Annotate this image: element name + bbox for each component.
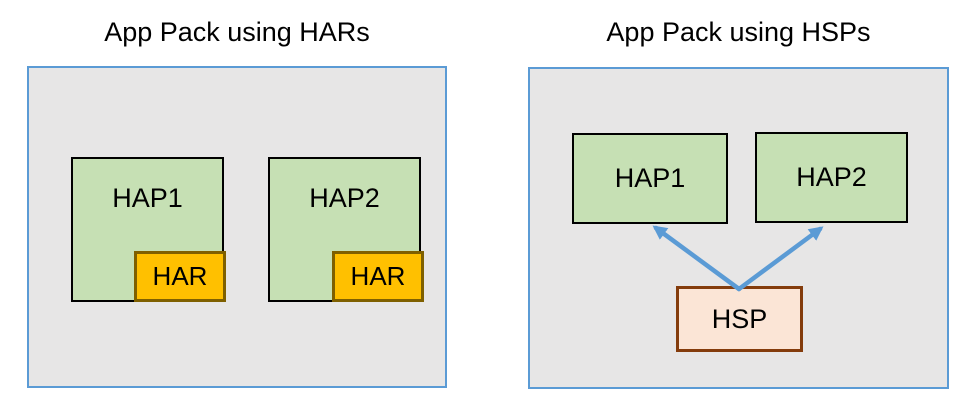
hsps-hsp-box: HSP xyxy=(676,286,803,352)
hars-hap2-label: HAP2 xyxy=(309,183,380,213)
hars-hap2-har-box: HAR xyxy=(332,251,424,302)
hsps-hap1-box: HAP1 xyxy=(572,133,728,224)
hsps-hap2-box: HAP2 xyxy=(755,132,908,223)
hsps-diagram-title: App Pack using HSPs xyxy=(606,17,871,47)
hars-diagram-title: App Pack using HARs xyxy=(104,17,370,47)
hsps-hsp-label: HSP xyxy=(711,303,768,334)
hars-hap1-har-box: HAR xyxy=(134,251,226,302)
hsps-hap1-label: HAP1 xyxy=(614,163,686,193)
hars-hap1-har-label: HAR xyxy=(152,261,208,291)
hsps-hap2-label: HAP2 xyxy=(796,162,867,192)
hars-hap1-label: HAP1 xyxy=(112,183,183,213)
hars-hap2-har-label: HAR xyxy=(350,261,406,291)
